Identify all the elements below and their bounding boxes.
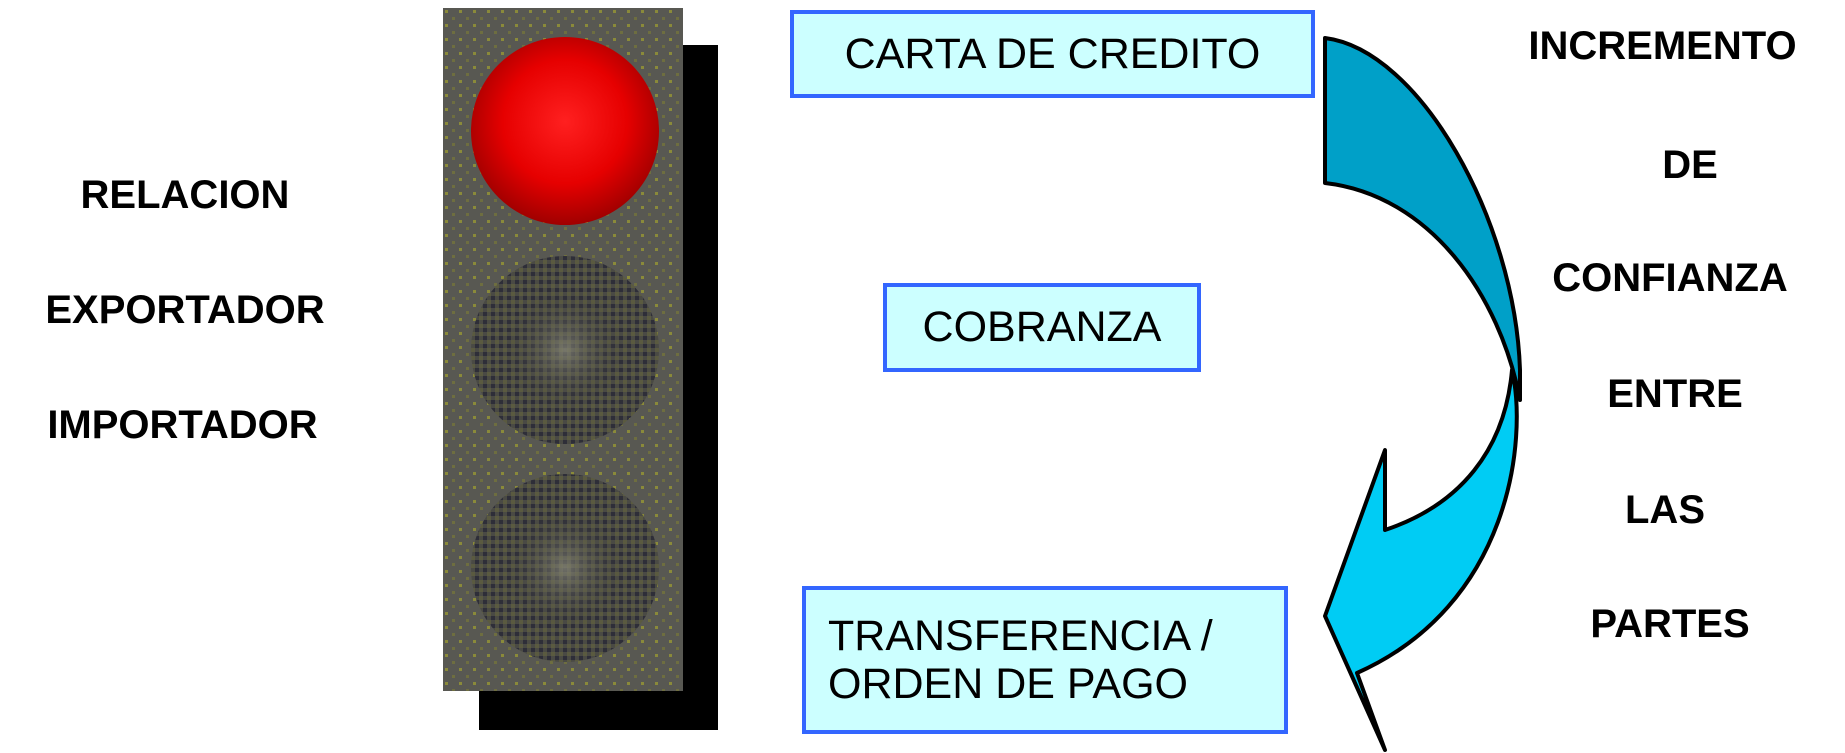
right-label-de: DE <box>1662 143 1718 187</box>
box-carta-de-credito: CARTA DE CREDITO <box>790 10 1315 98</box>
box-cobranza: COBRANZA <box>883 283 1201 372</box>
right-label-las: LAS <box>1625 488 1705 532</box>
traffic-light <box>443 8 718 730</box>
box-carta-de-credito-label: CARTA DE CREDITO <box>844 29 1261 78</box>
left-label-importador: IMPORTADOR <box>47 403 318 447</box>
left-label-relacion: RELACION <box>80 173 290 217</box>
box-transferencia-line1: TRANSFERENCIA / <box>828 611 1213 660</box>
curved-arrow-head <box>1323 368 1519 752</box>
curved-arrow-upper-band <box>1323 36 1522 402</box>
red-light <box>471 37 659 225</box>
right-label-partes: PARTES <box>1590 602 1750 646</box>
box-cobranza-label: COBRANZA <box>922 303 1162 351</box>
box-transferencia-line2: ORDEN DE PAGO <box>828 660 1188 708</box>
curved-arrow <box>1310 30 1530 753</box>
right-label-confianza: CONFIANZA <box>1552 256 1788 300</box>
right-label-entre: ENTRE <box>1607 372 1743 416</box>
box-transferencia: TRANSFERENCIA / ORDEN DE PAGO <box>802 586 1288 734</box>
right-label-incremento: INCREMENTO <box>1528 24 1797 68</box>
left-label-exportador: EXPORTADOR <box>45 288 325 332</box>
